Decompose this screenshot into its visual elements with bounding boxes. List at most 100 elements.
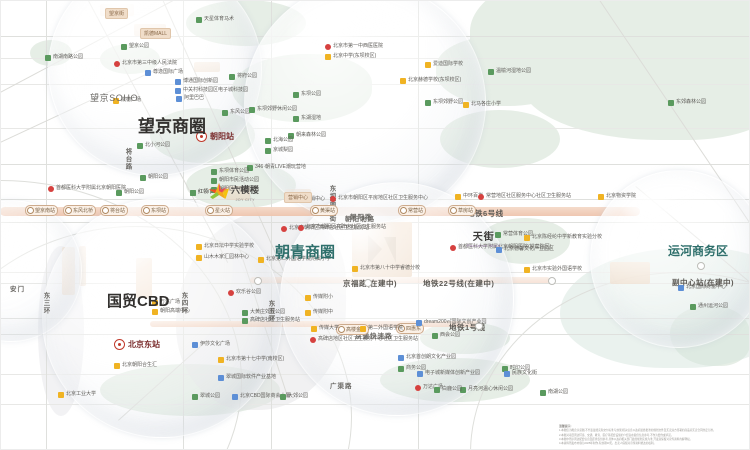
- major-station[interactable]: 朝阳站: [196, 131, 234, 142]
- poi-item[interactable]: 北京国际财富中心: [678, 284, 726, 291]
- poi-item[interactable]: 北海公园: [265, 137, 293, 144]
- poi-item[interactable]: 北京第二外国语学院附属小学: [258, 256, 331, 263]
- poi-item[interactable]: 常营地区社区服务中心社区卫生服务站: [478, 193, 571, 200]
- poi-item[interactable]: 京城梨园: [265, 147, 293, 154]
- poi-item[interactable]: 朝阳公园: [116, 189, 144, 196]
- metro-station[interactable]: 东风北桥: [63, 205, 97, 216]
- metro-station[interactable]: 常营站: [398, 205, 427, 216]
- poi-item[interactable]: 朝阳公园: [140, 174, 168, 181]
- poi-item[interactable]: 北京市朝阳区高碑店社区卫生服务站: [281, 225, 369, 232]
- poi-item[interactable]: 东湖湿地: [293, 115, 321, 122]
- poi-item[interactable]: 北马各庄小学: [463, 101, 501, 108]
- poi-item[interactable]: 北京CBD国际商会大厦: [232, 393, 291, 400]
- poi-item[interactable]: 北京日坛中学实验学校: [196, 243, 254, 250]
- poi-item[interactable]: 朝阳高端中心: [152, 308, 190, 315]
- poi-item[interactable]: 北京市第八十中学睿德分校: [352, 265, 420, 272]
- poi-item[interactable]: 东坝郊野休闲公园: [249, 106, 297, 113]
- poi-item[interactable]: 北京市第十七中学(南校区): [218, 356, 284, 363]
- poi-item[interactable]: 爱迪国际学校: [425, 61, 463, 68]
- poi-item[interactable]: 北京市实验外国语学校: [524, 266, 582, 273]
- major-station[interactable]: 北京东站: [114, 339, 160, 350]
- poi-item[interactable]: 将府公园: [229, 73, 257, 80]
- poi-item[interactable]: 首都医科大学附属北京朝阳医院: [48, 185, 126, 192]
- poi-item[interactable]: dream200㎡国际文创产业园: [416, 319, 487, 326]
- poi-item[interactable]: 欢乐谷公园: [228, 289, 261, 296]
- metro-station[interactable]: 高楼金站: [336, 324, 370, 335]
- poi-item[interactable]: 北京市第一中西医医院: [325, 43, 383, 50]
- poi-item[interactable]: 东坝公园: [293, 91, 321, 98]
- poi-item[interactable]: 民族文化街: [504, 370, 537, 377]
- poi-item[interactable]: 高碑店地区社区卫生服务中心社区卫生服务站: [310, 336, 418, 343]
- shop-tag[interactable]: 营销中心: [284, 192, 313, 203]
- poi-item[interactable]: 翠城公园: [192, 393, 220, 400]
- poi-item[interactable]: 第二外国语学院: [360, 325, 403, 332]
- metro-station[interactable]: 将台站: [100, 205, 129, 216]
- poi-item[interactable]: 万达广场: [152, 299, 180, 306]
- poi-item[interactable]: 北小河公园: [137, 142, 170, 149]
- poi-item[interactable]: 常营体育公园: [495, 231, 533, 238]
- poi-item[interactable]: 北京市朝阳区平房地区社区卫生服务中心: [330, 195, 428, 202]
- poi-item[interactable]: 凯德广场: [113, 97, 141, 104]
- metro-station[interactable]: 草房站: [448, 205, 477, 216]
- poi-item[interactable]: 北京市朝阳区高碑店社区卫生服务站: [298, 224, 386, 231]
- poi-item[interactable]: 北京首创朗文化产业园: [398, 354, 456, 361]
- poi-item[interactable]: 东坝体育公园: [211, 168, 249, 175]
- poi-item[interactable]: 北京德馨文化产业园区: [496, 246, 554, 253]
- poi-item[interactable]: 传媒附中: [305, 309, 333, 316]
- poi-item[interactable]: 南湖南路公园: [45, 54, 83, 61]
- poi-item[interactable]: 北京朝阳合生汇: [114, 362, 157, 369]
- metro-station[interactable]: 黄渠站: [310, 205, 339, 216]
- station-node-icon[interactable]: [475, 322, 483, 330]
- poi-item[interactable]: 温榆河湿地公园: [488, 68, 531, 75]
- poi-item[interactable]: 西会公园: [432, 332, 460, 339]
- poi-item[interactable]: 时印公园: [502, 365, 530, 372]
- station-node-icon[interactable]: [254, 277, 262, 285]
- poi-item[interactable]: 通州运河公园: [690, 303, 728, 310]
- poi-item[interactable]: 传媒附小: [305, 294, 333, 301]
- poi-item[interactable]: 大郊公园: [280, 393, 308, 400]
- metro-station[interactable]: 东坝站: [141, 205, 170, 216]
- poi-item[interactable]: 伊莎文化广场: [192, 341, 230, 348]
- poi-item[interactable]: 山木木家汇园林中心: [196, 254, 249, 261]
- poi-item[interactable]: 高碑店社区卫生服务站: [242, 317, 300, 324]
- station-node-icon[interactable]: [364, 279, 372, 287]
- poi-item[interactable]: 商务公园: [398, 365, 426, 372]
- poi-item[interactable]: 博通国际创新园: [175, 78, 218, 85]
- poi-item[interactable]: 中关村科技园区电子城科技园: [175, 87, 248, 94]
- station-node-icon[interactable]: [697, 262, 705, 270]
- poi-item[interactable]: 北京工业大学: [58, 391, 96, 398]
- poi-item[interactable]: 阿里巴巴: [176, 95, 204, 102]
- poi-item[interactable]: 白鹿公园: [434, 386, 462, 393]
- poi-item[interactable]: 望京公园: [121, 43, 149, 50]
- poi-item[interactable]: 东坝郊野公园: [425, 99, 463, 106]
- poi-item[interactable]: 北京陈经纶中学新教育实验分校: [524, 234, 602, 241]
- metro-station[interactable]: 星火站: [205, 205, 234, 216]
- poi-item[interactable]: 南湖公园: [540, 389, 568, 396]
- poi-item[interactable]: 翠城国际软件产业基地: [218, 374, 276, 381]
- poi-item[interactable]: 红领巾公园: [190, 189, 223, 196]
- shop-tag[interactable]: 望京街: [105, 8, 129, 19]
- poi-item[interactable]: 电子城新媒体创新产业园: [417, 370, 480, 377]
- poi-item[interactable]: 朝来森林公园: [288, 132, 326, 139]
- shop-tag[interactable]: 凯德MALL: [140, 28, 172, 39]
- poi-item[interactable]: 朝阳市民活动公园: [211, 177, 259, 184]
- poi-item[interactable]: 尊逸国际广场: [145, 69, 183, 76]
- metro-station[interactable]: 四惠东: [396, 323, 425, 334]
- poi-item[interactable]: 北京物资学院: [598, 193, 636, 200]
- poi-item[interactable]: 传媒大学: [311, 325, 339, 332]
- poi-item[interactable]: 北京市第三中级人民法院: [114, 60, 177, 67]
- poi-item[interactable]: 346·朝青LIVE潮玩营地: [247, 164, 306, 171]
- metro-station[interactable]: 望京南站: [25, 205, 59, 216]
- poi-item[interactable]: 首都医科大学附属北京朝阳医院(常营院区): [450, 244, 551, 251]
- poi-item[interactable]: 天星体育马术: [196, 16, 234, 23]
- poi-item[interactable]: 北京中学(东坝校区): [325, 53, 376, 60]
- poi-item[interactable]: 东郊森林公园: [668, 99, 706, 106]
- poi-item[interactable]: 东风公园: [222, 109, 250, 116]
- poi-item[interactable]: 万达广场: [415, 384, 443, 391]
- poi-item[interactable]: 大黄庄郊野公园: [242, 309, 285, 316]
- poi-item[interactable]: 中环百货: [455, 193, 483, 200]
- poi-item[interactable]: 北京赫德学校(东坝校区): [400, 77, 461, 84]
- station-node-icon[interactable]: [548, 277, 556, 285]
- poi-item[interactable]: 月亮河温心休闲公园: [460, 386, 513, 393]
